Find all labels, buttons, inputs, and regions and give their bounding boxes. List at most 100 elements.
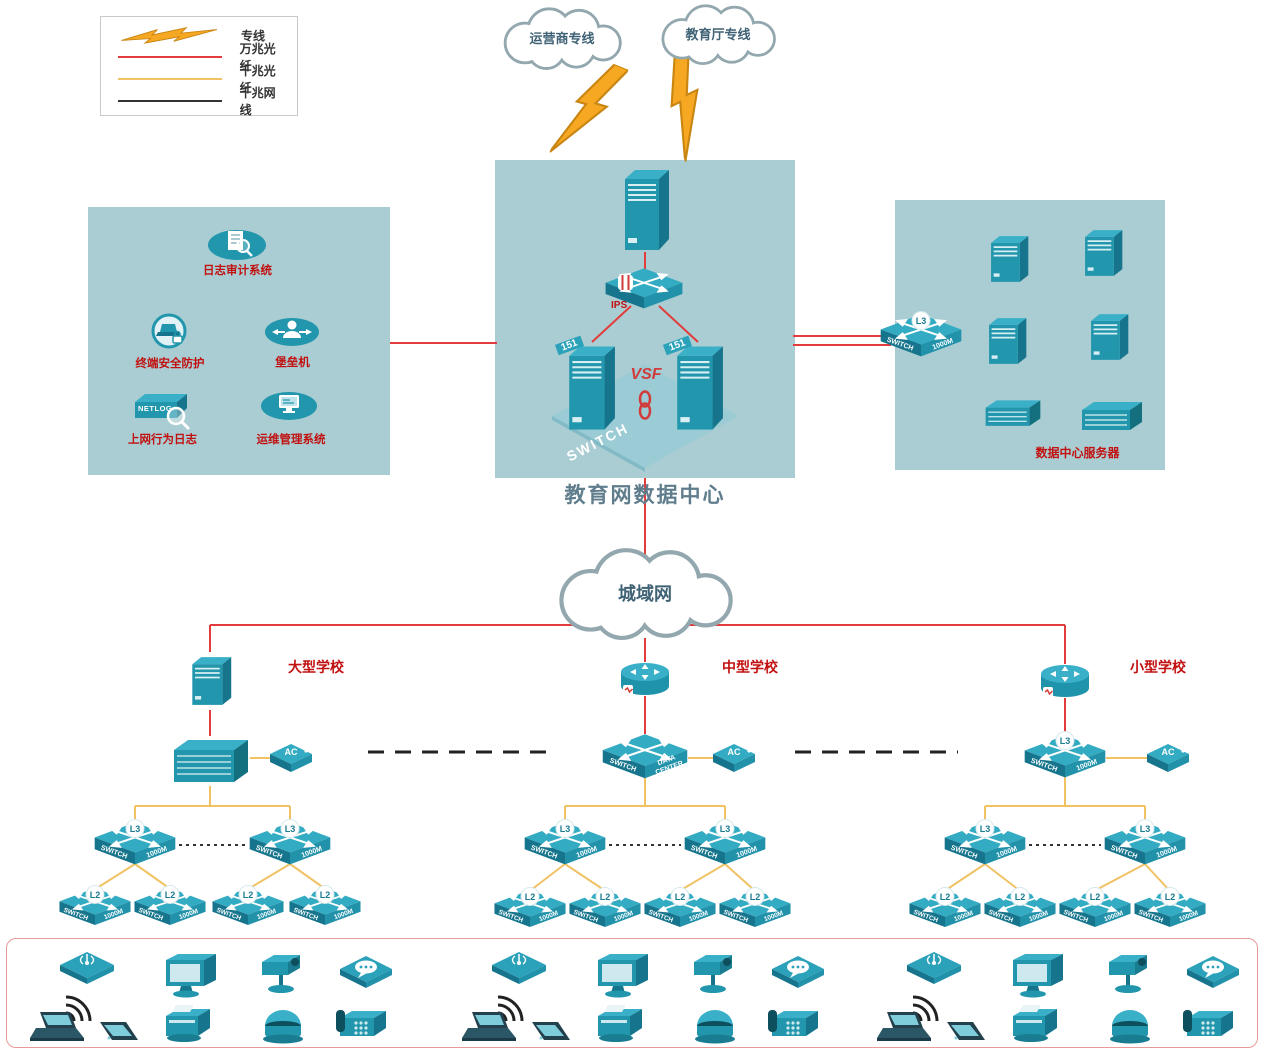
ac-label: AC bbox=[1161, 747, 1175, 757]
terminal-group-medium-school bbox=[460, 944, 832, 1048]
l2-badge: L2 bbox=[1086, 888, 1104, 905]
l2-badge: L2 bbox=[936, 888, 954, 905]
storage-rack bbox=[1078, 398, 1146, 436]
printer-icon bbox=[160, 1004, 216, 1044]
desktop-monitor-icon bbox=[596, 952, 650, 998]
voice-terminal-icon bbox=[1185, 954, 1241, 990]
wireless-ap-icon bbox=[905, 948, 963, 986]
l3-switch: L3 SWITCH 1000M bbox=[683, 820, 767, 870]
l3-badge: L3 bbox=[976, 820, 994, 837]
ac-label: AC bbox=[284, 747, 298, 757]
l2-badge: L2 bbox=[239, 886, 257, 903]
router bbox=[1039, 662, 1091, 700]
l3-badge: L3 bbox=[281, 820, 299, 837]
wireless-controller: AC bbox=[268, 738, 314, 778]
l3-switch: L3 SWITCH 1000M bbox=[523, 820, 607, 870]
carrier-cloud-label: 运营商专线 bbox=[529, 31, 595, 46]
core-switch-tower-2: 151 bbox=[662, 335, 725, 438]
legend: 专线 万兆光纤 千兆光纤 千兆网线 bbox=[100, 16, 298, 117]
netlog-label: 上网行为日志 bbox=[128, 434, 197, 446]
laptop-icon bbox=[28, 1010, 84, 1046]
printer-icon bbox=[1007, 1004, 1063, 1044]
l2-badge: L2 bbox=[671, 888, 689, 905]
ips-badge-icon bbox=[618, 275, 633, 290]
l2-badge: L2 bbox=[1161, 888, 1179, 905]
school-label-medium: 中型学校 bbox=[722, 661, 778, 676]
l3-badge: L3 bbox=[126, 820, 144, 837]
ac-label: AC bbox=[727, 747, 741, 757]
l3-switch: L3 SWITCH 1000M bbox=[1103, 820, 1187, 870]
server-tower bbox=[1086, 308, 1130, 366]
l2-switch: L2 SWITCH 1000M bbox=[288, 886, 362, 930]
lightning-swatch-icon bbox=[115, 26, 227, 44]
l2-switch: L2 SWITCH 1000M bbox=[211, 886, 285, 930]
ops-management-icon bbox=[258, 388, 320, 424]
lightning-bolt-icon bbox=[548, 53, 630, 169]
server-tower bbox=[984, 312, 1028, 370]
fax-phone-icon bbox=[334, 1006, 392, 1044]
smartphone-icon bbox=[92, 1020, 140, 1048]
l2-badge: L2 bbox=[746, 888, 764, 905]
carrier-cloud: 运营商专线 bbox=[486, 6, 638, 70]
l2-badge: L2 bbox=[521, 888, 539, 905]
fax-phone-icon bbox=[766, 1006, 824, 1044]
endpoint-security-label: 终端安全防护 bbox=[135, 358, 205, 370]
router bbox=[619, 660, 671, 698]
legend-label: 专线 bbox=[241, 28, 266, 43]
legend-label: 千兆网线 bbox=[239, 86, 276, 117]
smartphone-icon bbox=[939, 1020, 987, 1048]
man-cloud-label: 城域网 bbox=[618, 584, 672, 604]
edu-bureau-cloud-label: 教育厅专线 bbox=[685, 27, 751, 42]
desktop-monitor-icon bbox=[1011, 952, 1065, 998]
laptop-icon bbox=[875, 1010, 931, 1046]
large-school-server bbox=[187, 650, 233, 712]
l2-badge: L2 bbox=[86, 886, 104, 903]
fax-phone-icon bbox=[1181, 1006, 1239, 1044]
l2-switch: L2 SWITCH 1000M bbox=[1058, 888, 1132, 932]
netlog-icon: NETLOG bbox=[130, 390, 194, 432]
laptop-icon bbox=[460, 1010, 516, 1046]
l3-badge: L3 bbox=[912, 312, 930, 329]
bastion-host-icon bbox=[262, 314, 322, 350]
egress-firewall bbox=[619, 166, 671, 254]
l3-switch: L3 SWITCH 1000M bbox=[943, 820, 1027, 870]
vsf-link-icon bbox=[636, 390, 654, 420]
smartphone-icon bbox=[524, 1020, 572, 1048]
legend-row-10g-fiber: 万兆光纤 bbox=[115, 42, 287, 73]
core-switch-tower-1: 151 bbox=[554, 335, 617, 438]
legend-label: 千兆光纤 bbox=[239, 64, 276, 95]
wireless-ap-icon bbox=[490, 948, 548, 986]
terminal-group-small-school bbox=[875, 944, 1247, 1048]
large-school-core-switch bbox=[168, 734, 252, 788]
log-audit-icon bbox=[205, 226, 269, 262]
l2-switch: L2 SWITCH 1000M bbox=[908, 888, 982, 932]
l3-badge: L3 bbox=[1136, 820, 1154, 837]
voice-terminal-icon bbox=[338, 954, 394, 990]
yellow-line-swatch bbox=[115, 78, 226, 80]
l2-switch: L2 SWITCH 1000M bbox=[718, 888, 792, 932]
dome-camera-icon bbox=[1107, 1006, 1153, 1044]
l2-switch: L2 SWITCH 1000M bbox=[133, 886, 207, 930]
man-cloud: 城域网 bbox=[538, 546, 752, 640]
ips-device: IPS bbox=[604, 266, 684, 314]
terminal-devices-box bbox=[6, 938, 1258, 1048]
wireless-ap-icon bbox=[58, 948, 116, 986]
server-zone-label: 数据中心服务器 bbox=[1035, 446, 1120, 460]
wireless-controller: AC bbox=[1145, 738, 1191, 778]
l2-badge: L2 bbox=[161, 886, 179, 903]
ptz-camera-icon bbox=[1101, 950, 1157, 996]
l3-switch: L3 SWITCH 1000M bbox=[93, 820, 177, 870]
ips-label: IPS bbox=[611, 300, 628, 311]
printer-icon bbox=[592, 1004, 648, 1044]
legend-row-1g-cable: 千兆网线 bbox=[115, 86, 287, 117]
l3-switch: L3 SWITCH 1000M bbox=[248, 820, 332, 870]
server-tower bbox=[1080, 224, 1124, 282]
server-zone-switch: L3 SWITCH 1000M bbox=[879, 312, 963, 362]
log-audit-label: 日志审计系统 bbox=[203, 265, 272, 277]
legend-label: 万兆光纤 bbox=[239, 42, 276, 73]
dome-camera-icon bbox=[692, 1006, 738, 1044]
ptz-camera-icon bbox=[686, 950, 742, 996]
ops-management-label: 运维管理系统 bbox=[256, 434, 326, 446]
l2-badge: L2 bbox=[1011, 888, 1029, 905]
